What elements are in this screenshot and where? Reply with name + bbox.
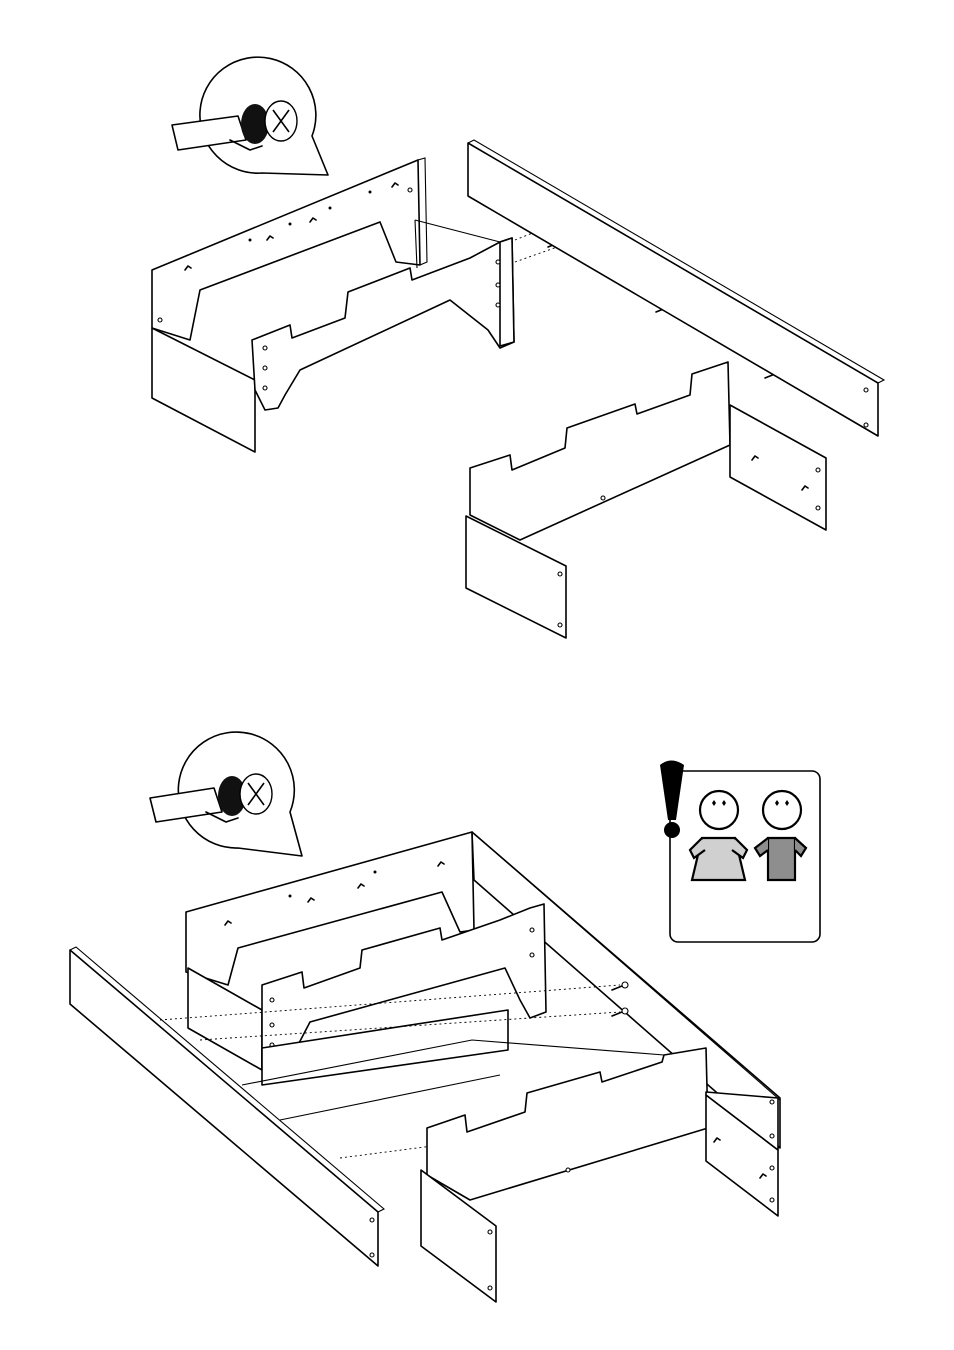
long-rail-top	[468, 140, 884, 436]
cam-bolts-bottom	[612, 986, 622, 1016]
side-rail-right-top	[730, 405, 826, 530]
step-top	[152, 57, 884, 638]
foot-panel-top	[470, 362, 730, 540]
screwdriver-callout-icon-2	[150, 732, 302, 856]
two-person-assembly-icon	[660, 761, 820, 943]
side-rail-right-bottom	[706, 1092, 778, 1216]
side-rail-left	[152, 328, 255, 452]
foot-panel-bottom	[427, 1048, 708, 1200]
screwdriver-callout-icon	[172, 57, 328, 175]
